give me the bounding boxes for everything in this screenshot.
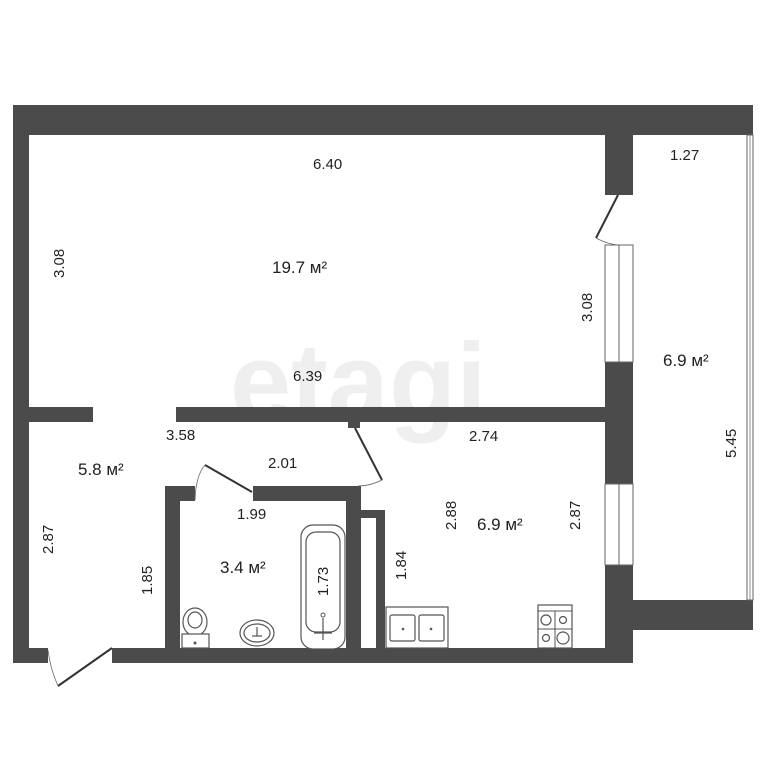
stove-icon <box>537 604 573 649</box>
dim-bathroom-top: 1.99 <box>237 506 266 523</box>
area-balcony: 6.9 м² <box>663 351 709 370</box>
area-bathroom: 3.4 м² <box>220 558 266 577</box>
toilet-icon <box>181 607 210 649</box>
dim-living-bottom: 6.39 <box>293 368 322 385</box>
dim-bathtub: 1.73 <box>315 567 332 596</box>
dim-corridor: 2.01 <box>268 455 297 472</box>
bathroom-fixtures <box>181 524 346 650</box>
area-living-room: 19.7 м² <box>272 258 327 277</box>
dim-kitchen-left: 2.88 <box>443 501 460 530</box>
dim-hallway-inner: 1.85 <box>139 566 156 595</box>
windows <box>604 134 754 601</box>
sink-icon <box>239 619 275 647</box>
bathtub-icon <box>300 524 346 650</box>
area-hallway: 5.8 м² <box>78 460 124 479</box>
dim-living-top: 6.40 <box>313 156 342 173</box>
walls <box>13 105 753 663</box>
dim-hallway-left: 2.87 <box>40 525 57 554</box>
dim-kitchen-top: 2.74 <box>469 428 498 445</box>
kitchen-fixtures <box>385 604 573 649</box>
area-kitchen: 6.9 м² <box>477 515 523 534</box>
doors <box>47 194 619 687</box>
dim-balcony-side: 5.45 <box>723 429 740 458</box>
dim-living-left: 3.08 <box>51 249 68 278</box>
double-sink-icon <box>385 606 449 649</box>
dim-kitchen-right: 2.87 <box>567 501 584 530</box>
dim-balcony-top: 1.27 <box>670 147 699 164</box>
dim-living-right: 3.08 <box>579 293 596 322</box>
labels: 6.40 19.7 м² 6.39 3.08 3.08 1.27 6.9 м² … <box>40 147 740 596</box>
dim-kitchen-niche: 1.84 <box>393 551 410 580</box>
dim-hallway-top: 3.58 <box>166 427 195 444</box>
